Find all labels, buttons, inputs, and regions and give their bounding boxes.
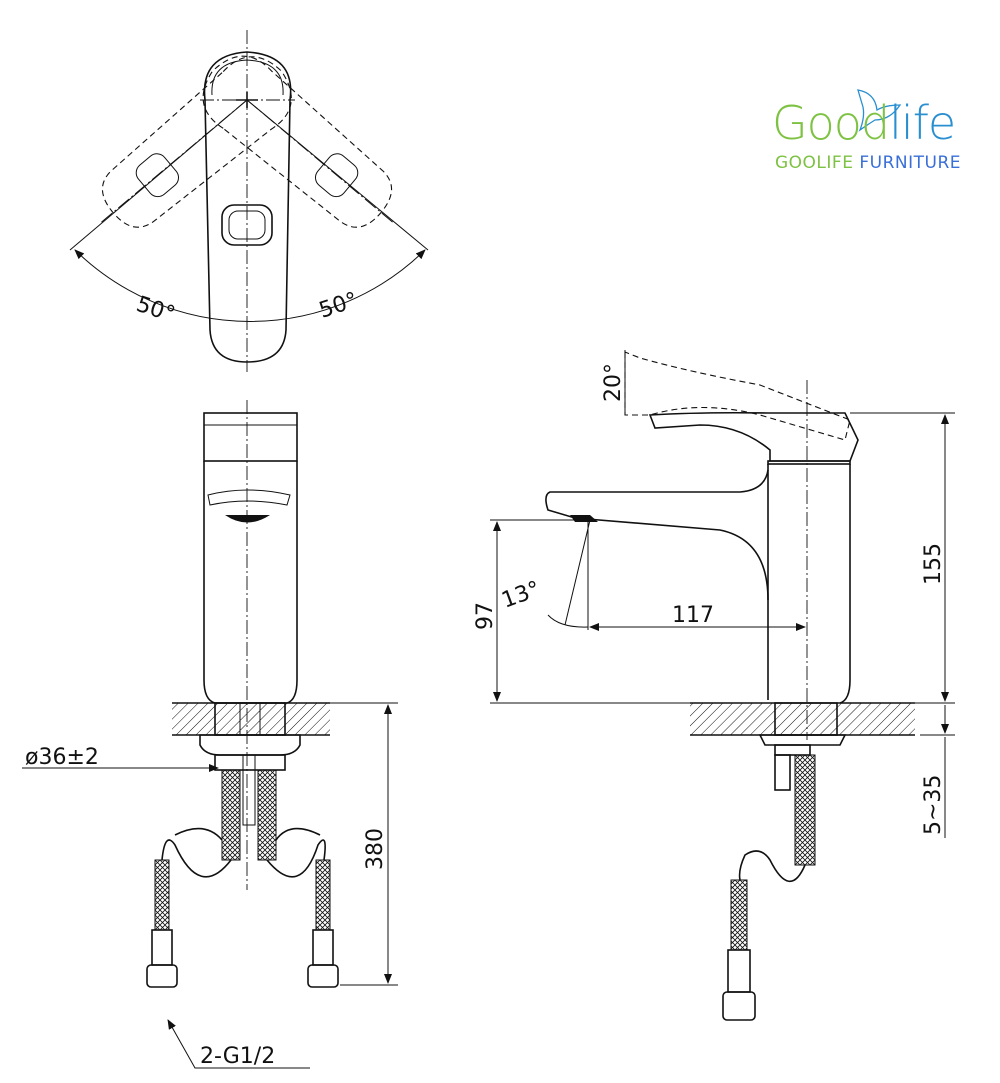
hose-length-label: 380 (363, 828, 388, 870)
faucet-body (203, 461, 298, 704)
hose-connector-left (146, 859, 178, 988)
aerator (225, 515, 270, 523)
angle-right-label: 50° (316, 288, 361, 324)
angle-left-label: 50° (133, 292, 178, 328)
deck-thickness-label: 5~35 (921, 775, 946, 835)
faucet-body-side (767, 464, 851, 704)
handle-raised-position (624, 351, 851, 441)
logo-word-life: life (889, 96, 956, 150)
handle-grip (221, 204, 273, 246)
spout-height-label: 97 (473, 602, 498, 630)
rotation-arc (74, 249, 426, 322)
handle-lever (648, 411, 859, 462)
handle-tilt-label: 20° (601, 363, 626, 402)
spout-reach-label: 117 (672, 603, 714, 628)
spout (545, 469, 769, 601)
hole-diameter-label: ø36±2 (25, 745, 99, 770)
bird-logo-icon (857, 89, 902, 132)
spout-angle-label: 13° (499, 577, 544, 614)
logo-word-good: Good (772, 96, 890, 150)
top-view: 50° 50° (69, 30, 429, 372)
logo-sub-goolife: GOOLIFE (775, 153, 854, 173)
connector-label: 2-G1/2 (200, 1044, 275, 1069)
hose-connector-right (307, 859, 339, 988)
logo-sub-furniture: FURNITURE (859, 153, 962, 173)
front-view: 380 ø36±2 2-G1/2 (22, 400, 398, 1069)
logo-wordmark: Goodlife (772, 96, 956, 150)
side-view: 20° 155 5~35 97 117 13° (473, 350, 955, 1021)
countertop (172, 703, 330, 735)
handle-body (203, 51, 292, 363)
handle-cap (203, 412, 298, 462)
logo-subtitle: GOOLIFE FURNITURE (775, 153, 961, 173)
hose-connector-side (722, 879, 756, 1021)
countertop-side (690, 703, 915, 735)
height-total-label: 155 (921, 543, 946, 585)
